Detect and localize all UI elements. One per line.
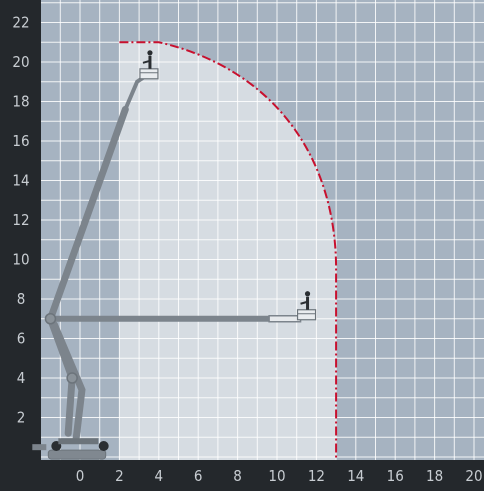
- y-tick-label: 6: [17, 330, 26, 348]
- x-tick-label: 20: [465, 467, 482, 485]
- y-tick-label: 12: [12, 211, 29, 229]
- y-tick-label: 14: [12, 172, 29, 190]
- wheel-front: [98, 441, 109, 451]
- turntable: [58, 438, 99, 445]
- y-tick-label: 8: [17, 290, 26, 308]
- pivot-joint: [44, 313, 57, 325]
- y-tick-label: 20: [12, 53, 29, 71]
- knuckle-joint: [66, 372, 78, 384]
- grid: [41, 0, 484, 460]
- main-boom-raised: [46, 105, 129, 323]
- y-tick-label: 22: [12, 14, 29, 32]
- chassis-body: [47, 449, 107, 460]
- y-tick-label: 4: [17, 369, 26, 387]
- operator-head: [304, 291, 311, 297]
- x-tick-label: 8: [233, 467, 242, 485]
- x-tick-label: 0: [76, 467, 85, 485]
- working-area: [119, 42, 337, 460]
- counterweight: [32, 444, 47, 451]
- operator-arm: [142, 59, 151, 64]
- basket: [139, 68, 159, 80]
- telescope-tip: [268, 315, 302, 323]
- y-tick-label: 10: [12, 251, 29, 269]
- y-tick-label: 2: [17, 409, 26, 427]
- chassis-icon: [32, 438, 109, 460]
- articulated-boom-lift-icon: [32, 50, 317, 460]
- y-axis-ticks: 2 4 6 8 10 12 14 16 18 20 22: [12, 14, 29, 427]
- working-envelope-line: [119, 41, 338, 460]
- y-tick-label: 18: [12, 93, 29, 111]
- x-tick-label: 10: [268, 467, 285, 485]
- operator-arm: [300, 300, 308, 305]
- x-tick-label: 18: [426, 467, 443, 485]
- x-tick-label: 6: [194, 467, 203, 485]
- x-tick-label: 4: [155, 467, 164, 485]
- x-tick-label: 16: [387, 467, 404, 485]
- basket-low-icon: [296, 291, 317, 321]
- basket-high-icon: [139, 50, 159, 80]
- x-tick-label: 12: [308, 467, 325, 485]
- operator-head: [147, 50, 153, 56]
- y-tick-label: 16: [12, 132, 29, 150]
- basket: [296, 309, 317, 321]
- x-axis-ticks: 0 2 4 6 8 10 12 14 16 18 20: [76, 467, 483, 485]
- x-tick-label: 14: [347, 467, 364, 485]
- x-tick-label: 2: [115, 467, 124, 485]
